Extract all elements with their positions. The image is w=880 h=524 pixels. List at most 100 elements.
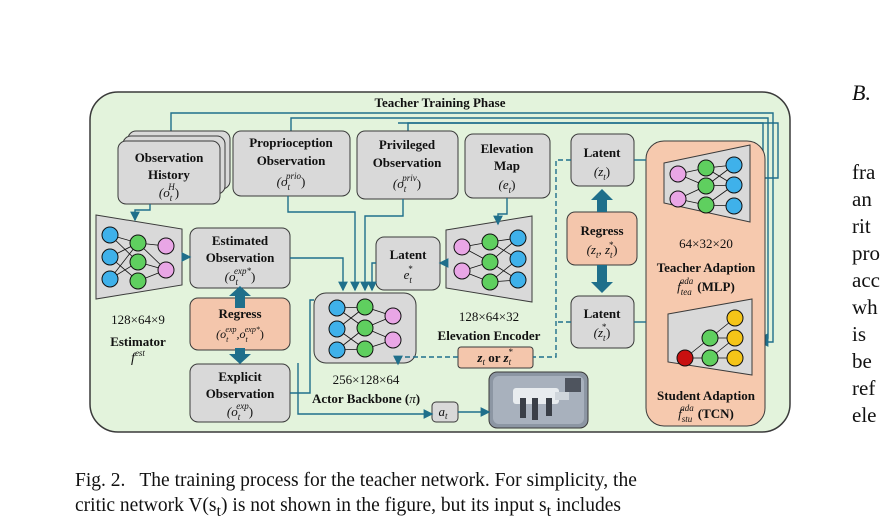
actor-backbone-network bbox=[313, 292, 417, 364]
teacher-node bbox=[725, 156, 743, 174]
caption-line-1: Fig. 2. The training process for the teac… bbox=[75, 468, 810, 493]
regress-obs-arrows bbox=[229, 286, 251, 364]
latent-et-symbol: et* bbox=[404, 264, 413, 285]
regress-obs-symbol: (otexp,otexp*) bbox=[216, 325, 264, 344]
estimated-obs-line1: Estimated bbox=[212, 233, 269, 248]
teacher-node bbox=[697, 159, 715, 177]
student-node bbox=[726, 309, 744, 327]
actor-dims: 256×128×64 bbox=[333, 372, 400, 387]
student-node bbox=[676, 349, 694, 367]
elevation-encoder-network bbox=[445, 215, 533, 303]
student-node bbox=[701, 329, 719, 347]
latent-zt-box: Latent (zt) bbox=[570, 133, 635, 187]
latent-et-box: Latent et* bbox=[375, 236, 441, 291]
student-node bbox=[726, 349, 744, 367]
regress-latent-symbol: (zt, zt*) bbox=[587, 240, 618, 260]
obs-history-line2: History bbox=[148, 167, 190, 182]
proprio-line2: Observation bbox=[257, 153, 326, 168]
caption-label: Fig. 2. bbox=[75, 470, 126, 491]
action-box: at bbox=[431, 401, 459, 423]
regress-latent-arrows bbox=[591, 189, 613, 293]
estimator-node bbox=[129, 234, 147, 252]
estimator-symbol: fest bbox=[131, 348, 145, 366]
student-node bbox=[726, 329, 744, 347]
regress-latent-label: Regress bbox=[580, 223, 623, 238]
actor-name: Actor Backbone (π) bbox=[312, 391, 420, 406]
actor-node bbox=[328, 299, 346, 317]
side-text-line: ele bbox=[852, 403, 877, 427]
student-adaption-network bbox=[667, 298, 753, 376]
estimated-observation-box: Estimated Observation (otexp*) bbox=[189, 227, 291, 289]
side-text-line: is bbox=[852, 322, 867, 346]
caption-line2-b: ) is not shown in the figure, but its in… bbox=[221, 495, 547, 516]
elevation-node bbox=[453, 238, 471, 256]
estimator-network bbox=[95, 214, 183, 300]
teacher-node bbox=[725, 197, 743, 215]
elevation-node bbox=[481, 233, 499, 251]
teacher-adaption-dims: 64×32×20 bbox=[679, 236, 733, 251]
regress-latent-box: Regress (zt, zt*) bbox=[566, 211, 638, 266]
elevation-node bbox=[481, 273, 499, 291]
side-text-line: acc bbox=[852, 268, 880, 292]
privileged-box: Privileged Observation (otpriv) bbox=[356, 130, 459, 200]
latent-zt-symbol: (zt) bbox=[594, 164, 610, 182]
caption-line2-c: includes bbox=[551, 495, 621, 516]
actor-node bbox=[328, 341, 346, 359]
caption-line1-text: The training process for the teacher net… bbox=[139, 470, 637, 491]
caption-line2-sub: t bbox=[216, 501, 222, 520]
elevation-encoder-name: Elevation Encoder bbox=[438, 328, 541, 343]
explicit-obs-line2: Observation bbox=[206, 386, 275, 401]
latent-zt-label: Latent bbox=[584, 145, 622, 160]
elevation-node bbox=[453, 262, 471, 280]
actor-node bbox=[356, 298, 374, 316]
privileged-line1: Privileged bbox=[379, 137, 436, 152]
estimator-node bbox=[101, 226, 119, 244]
actor-node bbox=[384, 307, 402, 325]
obs-history-line1: Observation bbox=[135, 150, 204, 165]
estimator-node bbox=[129, 253, 147, 271]
explicit-observation-box: Explicit Observation (otexp) bbox=[189, 363, 291, 423]
latent-selector-box: zt or zt* bbox=[457, 346, 534, 369]
robot-simulation-image bbox=[488, 371, 589, 429]
side-text-line: fra bbox=[852, 160, 876, 184]
privileged-symbol: (otpriv) bbox=[393, 173, 421, 194]
estimator-node bbox=[129, 272, 147, 290]
privileged-line2: Observation bbox=[373, 155, 442, 170]
estimated-obs-symbol: (otexp*) bbox=[225, 266, 256, 287]
caption-line2-sub2: t bbox=[546, 501, 552, 520]
section-heading: B. bbox=[852, 80, 871, 105]
estimator-node bbox=[157, 261, 175, 279]
side-text-line: wh bbox=[852, 295, 878, 319]
elevation-node bbox=[509, 250, 527, 268]
obs-history-symbol: (otH) bbox=[159, 182, 179, 203]
proprio-symbol: (otprio) bbox=[277, 171, 306, 192]
teacher-node bbox=[669, 165, 687, 183]
actor-node bbox=[356, 340, 374, 358]
elevation-map-symbol: (et) bbox=[499, 177, 516, 195]
elevation-node bbox=[509, 229, 527, 247]
dashed-arrows bbox=[393, 159, 571, 366]
estimator-dims: 128×64×9 bbox=[111, 312, 165, 327]
estimator-node bbox=[157, 237, 175, 255]
estimator-name: Estimator bbox=[110, 334, 166, 349]
elevation-encoder-dims: 128×64×32 bbox=[459, 309, 519, 324]
teacher-node bbox=[725, 176, 743, 194]
caption-line2-a: critic network V(s bbox=[75, 495, 217, 516]
latent-et-label: Latent bbox=[390, 247, 428, 262]
elevation-node bbox=[481, 253, 499, 271]
figure-caption: Fig. 2. The training process for the teac… bbox=[75, 468, 810, 524]
side-text-line: be bbox=[852, 349, 872, 373]
student-adaption-name: Student Adaption bbox=[657, 388, 756, 403]
top-routing-lines bbox=[170, 112, 779, 347]
proprio-line1: Proprioception bbox=[249, 135, 333, 150]
elevation-node bbox=[509, 271, 527, 289]
actor-node bbox=[356, 319, 374, 337]
elevation-map-line2: Map bbox=[494, 158, 520, 173]
latent-zt-star-box: Latent (zt*) bbox=[570, 295, 635, 349]
teacher-node bbox=[697, 177, 715, 195]
actor-node bbox=[384, 331, 402, 349]
proprioception-box: Proprioception Observation (otprio) bbox=[232, 130, 351, 197]
side-text-line: ref bbox=[852, 376, 876, 400]
elevation-map-line1: Elevation bbox=[481, 141, 534, 156]
phase-title: Teacher Training Phase bbox=[375, 95, 506, 110]
